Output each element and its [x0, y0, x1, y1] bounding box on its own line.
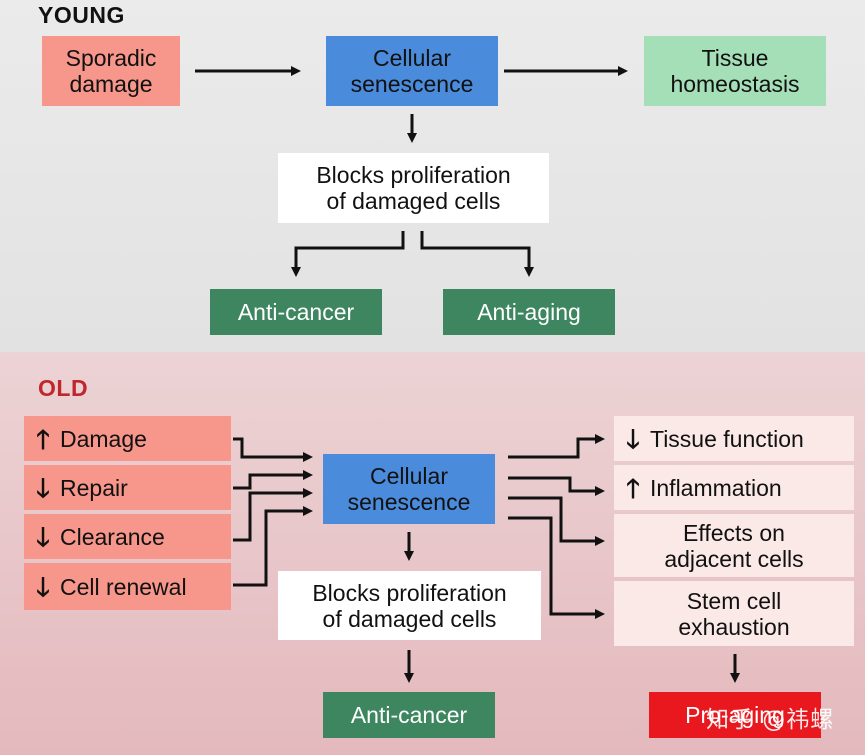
sporadic-damage-box: Sporadic damage: [42, 36, 180, 106]
young-title: YOUNG: [38, 2, 125, 28]
anti-aging-box: Anti-aging: [443, 289, 615, 335]
down-arrow-icon: 🡓: [36, 571, 50, 602]
up-arrow-icon: 🡑: [36, 423, 50, 454]
effect-tissue-function-box: 🡓 Tissue function: [614, 416, 854, 461]
cause-clearance-box: 🡓 Clearance: [24, 514, 231, 559]
down-arrow-icon: 🡓: [36, 472, 50, 503]
young-cellular-senescence-box: Cellular senescence: [326, 36, 498, 106]
effect-label: Tissue function: [650, 425, 804, 452]
cause-label: Damage: [60, 425, 147, 452]
down-arrow-icon: 🡓: [626, 423, 640, 454]
tissue-homeostasis-box: Tissue homeostasis: [644, 36, 826, 106]
cause-repair-box: 🡓 Repair: [24, 465, 231, 510]
watermark: 知乎 @祎螺: [706, 707, 835, 733]
old-blocks-proliferation-box: Blocks proliferation of damaged cells: [278, 571, 541, 640]
old-cellular-senescence-box: Cellular senescence: [323, 454, 495, 524]
cause-label: Clearance: [60, 523, 165, 550]
effect-adjacent-cells-box: Effects on adjacent cells: [614, 514, 854, 577]
up-arrow-icon: 🡑: [626, 472, 640, 503]
old-title: OLD: [38, 375, 89, 401]
cause-cell-renewal-box: 🡓 Cell renewal: [24, 563, 231, 610]
effect-stem-cell-exhaustion-box: Stem cell exhaustion: [614, 581, 854, 646]
down-arrow-icon: 🡓: [36, 521, 50, 552]
young-blocks-proliferation-box: Blocks proliferation of damaged cells: [278, 153, 549, 223]
pro-aging-box: Pro-aging: [649, 692, 821, 738]
cause-label: Repair: [60, 474, 128, 501]
old-anti-cancer-box: Anti-cancer: [323, 692, 495, 738]
cause-damage-box: 🡑 Damage: [24, 416, 231, 461]
young-anti-cancer-box: Anti-cancer: [210, 289, 382, 335]
effect-inflammation-box: 🡑 Inflammation: [614, 465, 854, 510]
cause-label: Cell renewal: [60, 573, 187, 600]
effect-label: Inflammation: [650, 474, 782, 501]
